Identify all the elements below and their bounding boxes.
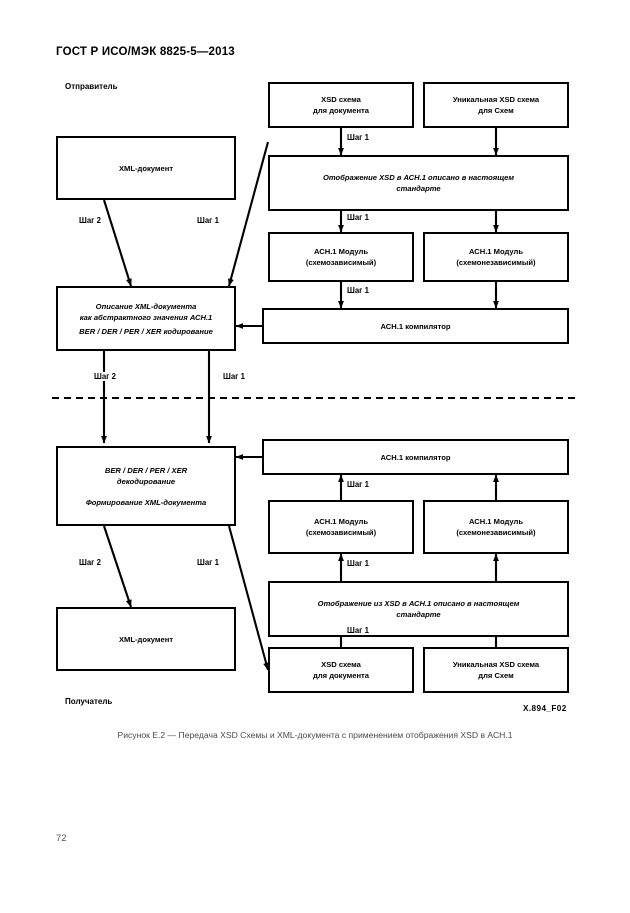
step-label-left-upper-step2: Шаг 2	[78, 216, 102, 225]
figure-code-label: X.894_F02	[523, 704, 567, 713]
box-line: XML-документ	[118, 163, 174, 173]
step-label-left-lower-step2: Шаг 2	[78, 558, 102, 567]
box-line: АСН.1 Модуль	[313, 247, 369, 256]
box-line: АСН.1 компилятор	[380, 321, 451, 331]
box-line: АСН.1 компилятор	[380, 452, 451, 462]
step-label-left-lower-step1: Шаг 1	[196, 558, 220, 567]
page-number: 72	[56, 833, 67, 844]
box-line: стандарте	[396, 610, 441, 619]
box-line: XSD схема	[321, 660, 361, 669]
box-line: для Схем	[478, 671, 514, 680]
step-label-module-to-compiler: Шаг 1	[346, 286, 370, 295]
box-asn1-module-schema-independent-top: АСН.1 Модуль (схемонезависимый)	[423, 232, 569, 282]
box-xml-encoding: Описание XML-документа как абстрактного …	[56, 286, 236, 351]
box-asn1-module-schema-dependent-bottom: АСН.1 Модуль (схемозависимый)	[268, 500, 414, 554]
box-line: XSD схема	[321, 95, 361, 104]
receiver-label: Получатель	[65, 697, 113, 706]
figure-caption: Рисунок Е.2 — Передача XSD Схемы и XML-д…	[117, 730, 513, 740]
box-line: Отображение XSD в АСН.1 описано в настоя…	[322, 173, 514, 182]
box-line: BER / DER / PER / XER кодирование	[79, 326, 213, 336]
box-xsd-schema-document-top: XSD схема для документа	[268, 82, 414, 128]
box-mapping-xsd-to-asn1-top: Отображение XSD в АСН.1 описано в настоя…	[268, 155, 569, 211]
box-line: стандарте	[396, 184, 441, 193]
figure-e2: Отправитель Получатель X.894_F02 XSD схе…	[0, 70, 630, 720]
box-xsd-schema-document-bottom: XSD схема для документа	[268, 647, 414, 693]
box-asn1-compiler-bottom: АСН.1 компилятор	[262, 439, 569, 475]
step-label-compiler-to-module-bottom: Шаг 1	[346, 480, 370, 489]
box-line: Уникальная XSD схема	[452, 660, 540, 669]
step-label-left-upper-step1: Шаг 1	[196, 216, 220, 225]
standard-header: ГОСТ Р ИСО/МЭК 8825-5—2013	[56, 46, 235, 58]
box-line: АСН.1 Модуль	[313, 517, 369, 526]
box-xml-document-bottom: XML-документ	[56, 607, 236, 671]
box-xml-decoding: BER / DER / PER / XER декодирование Форм…	[56, 446, 236, 526]
step-label-xsd-to-mapping-top: Шаг 1	[346, 133, 370, 142]
box-line: Отображение из XSD в АСН.1 описано в нас…	[317, 599, 520, 608]
step-label-schema-to-mapping-bottom: Шаг 1	[346, 626, 370, 635]
box-asn1-module-schema-independent-bottom: АСН.1 Модуль (схемонезависимый)	[423, 500, 569, 554]
box-xml-document-top: XML-документ	[56, 136, 236, 200]
sender-label: Отправитель	[65, 82, 118, 91]
box-line: как абстрактного значения АСН.1	[79, 312, 213, 322]
box-line: АСН.1 Модуль	[468, 517, 524, 526]
box-line: (схемозависимый)	[305, 258, 377, 267]
box-line: для документа	[313, 106, 369, 115]
box-line: декодирование	[116, 476, 176, 486]
step-label-mid-step1: Шаг 1	[222, 372, 246, 381]
box-line: (схемозависимый)	[305, 528, 377, 537]
step-label-mid-step2: Шаг 2	[93, 372, 117, 381]
box-mapping-xsd-to-asn1-bottom: Отображение из XSD в АСН.1 описано в нас…	[268, 581, 569, 637]
box-line: Уникальная XSD схема	[452, 95, 540, 104]
box-line: для Схем	[478, 106, 514, 115]
box-line: XML-документ	[118, 634, 174, 644]
box-line: (схемонезависимый)	[456, 258, 536, 267]
box-asn1-module-schema-dependent-top: АСН.1 Модуль (схемозависимый)	[268, 232, 414, 282]
box-line: (схемонезависимый)	[456, 528, 536, 537]
step-label-mapping-to-module: Шаг 1	[346, 213, 370, 222]
box-line: АСН.1 Модуль	[468, 247, 524, 256]
box-line: Описание XML-документа	[95, 301, 197, 311]
box-line: Формирование XML-документа	[85, 497, 207, 507]
step-label-module-to-mapping-bottom: Шаг 1	[346, 559, 370, 568]
box-xsd-schema-unique-bottom: Уникальная XSD схема для Схем	[423, 647, 569, 693]
box-line: для документа	[313, 671, 369, 680]
box-asn1-compiler-top: АСН.1 компилятор	[262, 308, 569, 344]
box-xsd-schema-unique-top: Уникальная XSD схема для Схем	[423, 82, 569, 128]
box-line: BER / DER / PER / XER	[104, 465, 188, 475]
